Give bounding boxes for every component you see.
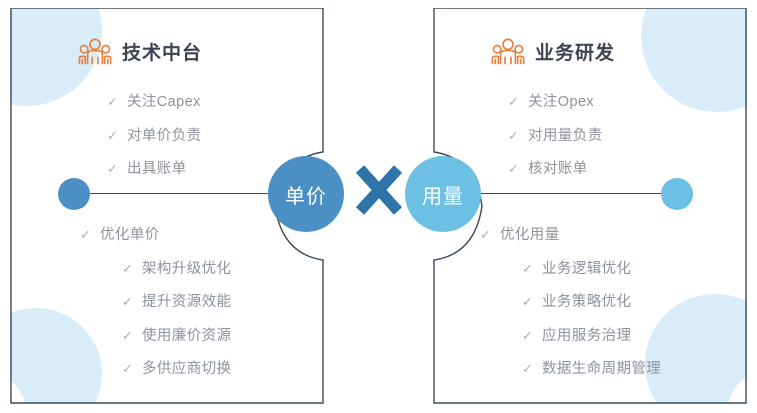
check-icon: ✓	[122, 361, 133, 376]
check-icon: ✓	[122, 260, 133, 276]
list-item: ✓ 对用量负责	[508, 127, 603, 144]
list-item-label: 关注Opex	[528, 94, 595, 110]
list-item-label: 应用服务治理	[542, 327, 632, 344]
right-panel-header: 业务研发	[491, 36, 615, 66]
list-item-label: 多供应商切换	[142, 361, 232, 377]
list-item-label: 出具账单	[127, 161, 187, 177]
usage-label: 用量	[422, 185, 464, 208]
list-item: ✓ 业务逻辑优化	[522, 260, 661, 277]
check-icon: ✓	[80, 227, 91, 242]
check-icon: ✓	[107, 127, 118, 143]
decorative-ring-top-right	[641, 8, 747, 112]
list-item-label: 数据生命周期管理	[542, 361, 662, 377]
unit-price-label: 单价	[285, 185, 327, 208]
right-panel-title: 业务研发	[535, 42, 616, 64]
left-panel-header: 技术中台	[78, 36, 202, 66]
list-item-label: 使用廉价资源	[142, 327, 232, 344]
left-panel-title: 技术中台	[122, 42, 203, 64]
list-item-label: 关注Capex	[127, 94, 201, 110]
list-item: ✓ 提升资源效能	[122, 295, 231, 310]
list-item-label: 提升资源效能	[142, 294, 232, 310]
list-item: ✓ 架构升级优化	[122, 260, 232, 277]
list-item-heading: ✓ 优化单价	[80, 228, 231, 243]
right-responsibility-list: ✓ 关注Opex ✓ 对用量负责 ✓ 核对账单	[508, 95, 603, 196]
check-icon: ✓	[107, 161, 118, 176]
times-icon	[355, 165, 403, 215]
check-icon: ✓	[107, 94, 118, 109]
usage-circle[interactable]: 用量	[405, 156, 481, 232]
list-item-label: 业务策略优化	[542, 294, 632, 310]
list-item: ✓ 对单价负责	[107, 127, 202, 144]
check-icon: ✓	[480, 227, 491, 242]
people-group-icon	[491, 38, 525, 65]
list-item-label: 核对账单	[528, 161, 588, 177]
right-panel	[433, 8, 747, 404]
check-icon: ✓	[508, 94, 519, 109]
check-icon: ✓	[522, 294, 533, 309]
list-item: ✓ 使用廉价资源	[122, 327, 232, 344]
check-icon: ✓	[508, 161, 519, 176]
list-item: ✓ 数据生命周期管理	[522, 362, 661, 377]
list-item-label: 架构升级优化	[142, 260, 232, 277]
list-item: ✓ 核对账单	[508, 162, 603, 177]
list-item-label: 对单价负责	[127, 127, 202, 144]
optimization-heading-label: 优化单价	[100, 227, 160, 243]
right-connector-dot	[661, 178, 693, 210]
list-item-label: 对用量负责	[528, 127, 603, 144]
check-icon: ✓	[522, 361, 533, 376]
list-item: ✓ 业务策略优化	[522, 295, 661, 310]
right-connector-line	[473, 193, 663, 195]
people-group-icon	[78, 38, 112, 65]
list-item: ✓ 关注Opex	[508, 95, 603, 110]
list-item: ✓ 多供应商切换	[122, 362, 231, 377]
check-icon: ✓	[122, 327, 133, 343]
unit-price-circle[interactable]: 单价	[268, 156, 344, 232]
list-item-label: 业务逻辑优化	[542, 260, 632, 277]
check-icon: ✓	[122, 294, 133, 309]
list-item: ✓ 应用服务治理	[522, 327, 661, 344]
left-optimization-list: ✓ 优化单价 ✓ 架构升级优化 ✓ 提升资源效能 ✓ 使用廉价资源 ✓ 多供应商…	[80, 228, 231, 396]
check-icon: ✓	[522, 260, 533, 276]
left-responsibility-list: ✓ 关注Capex ✓ 对单价负责 ✓ 出具账单	[107, 95, 202, 196]
left-connector-dot	[58, 178, 90, 210]
check-icon: ✓	[508, 127, 519, 143]
list-item: ✓ 出具账单	[107, 162, 202, 177]
list-item-heading: ✓ 优化用量	[480, 228, 661, 243]
list-item: ✓ 关注Capex	[107, 95, 202, 110]
optimization-heading-label: 优化用量	[500, 227, 560, 243]
check-icon: ✓	[522, 327, 533, 343]
right-optimization-list: ✓ 优化用量 ✓ 业务逻辑优化 ✓ 业务策略优化 ✓ 应用服务治理 ✓ 数据生命…	[480, 228, 661, 396]
left-connector-line	[90, 193, 285, 195]
